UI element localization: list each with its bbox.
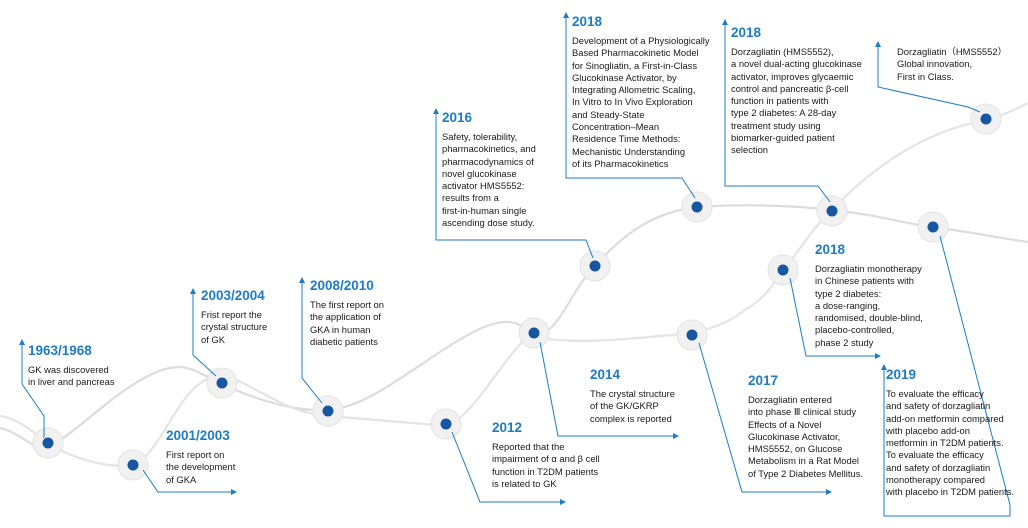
connector-2014 [539,341,676,437]
arrow-2012 [560,499,566,505]
event-year: 2001/2003 [166,428,230,443]
timeline-node-2016 [579,250,611,282]
connector-2016 [435,111,594,259]
event-text: Frist report the crystal structure of GK [201,309,268,345]
event-text: Safety, tolerability, pharmacokinetics, … [442,131,536,229]
arrow-2003 [190,288,196,294]
timeline-node-2001 [117,449,149,481]
connector-2018c [789,277,878,357]
arrow-global [875,41,881,47]
connector-2012 [451,431,563,503]
event-2012: 2012 Reported that the impairment of α a… [492,420,642,490]
event-2018c: 2018 Dorzagliatin monotherapy in Chinese… [815,242,955,349]
event-year: 2008/2010 [310,278,374,293]
connector-layer [21,15,1011,517]
event-text: Dorzagliatin entered into phase Ⅲ clinic… [748,394,863,479]
timeline-node-2018b [816,195,848,227]
arrow-2001 [231,489,237,495]
timeline-node-2019 [917,211,949,243]
event-text: Dorzagliatin（HMS5552） Global innovation,… [897,46,1007,82]
event-2008: 2008/2010 The first report on the applic… [310,278,440,348]
event-year: 2018 [731,25,762,40]
connector-2019 [883,235,1011,517]
arrow-2017 [826,489,832,495]
timeline-node-global [970,103,1002,135]
event-text: First report on the development of GKA [166,449,236,485]
event-2003: 2003/2004 Frist report the crystal struc… [201,288,321,346]
event-year: 2018 [815,242,846,257]
timeline-node-2014 [518,317,550,349]
connector-2008 [301,280,323,404]
node-layer [32,103,1002,481]
arrow-2018a [563,12,569,18]
event-text: To evaluate the efficacy and safety of d… [886,388,1015,498]
connector-global [877,44,981,113]
timeline-node-2008 [312,395,344,427]
event-text: Dorzagliatin (HMS5552), a novel dual-act… [731,46,862,156]
arrow-2018c [875,353,881,359]
event-text: Dorzagliatin monotherapy in Chinese pati… [815,263,923,348]
arrow-2019 [881,364,887,370]
event-2016: 2016 Safety, tolerability, pharmacokinet… [442,110,572,229]
connector-2017 [698,342,829,493]
event-2019: 2019 To evaluate the efficacy and safety… [886,367,1026,499]
event-text: Reported that the impairment of α and β … [492,441,600,489]
event-year: 1963/1968 [28,343,92,358]
event-year: 2016 [442,110,473,125]
event-year: 2014 [590,367,621,382]
event-text: The crystal structure of the GK/GKRP com… [590,388,675,424]
event-1963: 1963/1968 GK was discovered in liver and… [28,343,178,389]
event-year: 2012 [492,420,523,435]
event-global: Dorzagliatin（HMS5552） Global innovation,… [897,46,1027,83]
event-2018a: 2018 Development of a Physiologically Ba… [572,14,722,170]
event-year: 2018 [572,14,603,29]
timeline-node-1963 [32,427,64,459]
arrow-2008 [299,277,305,283]
event-year: 2017 [748,373,779,388]
arrow-2018b [722,19,728,25]
arrow-1963 [19,339,25,345]
timeline-node-2018c [767,254,799,286]
timeline-node-2003 [206,367,238,399]
event-text: Development of a Physiologically Based P… [572,35,710,169]
arrow-layer [19,12,887,505]
connector-2018b [724,22,831,203]
event-2018b: 2018 Dorzagliatin (HMS5552), a novel dua… [731,25,881,157]
connector-1963 [21,342,45,438]
event-text: GK was discovered in liver and pancreas [28,364,115,388]
arrow-2016 [433,108,439,114]
connector-2003 [192,291,217,377]
event-2001: 2001/2003 First report on the developmen… [166,428,306,486]
event-text: The first report on the application of G… [310,299,384,347]
timeline-node-2018a [681,191,713,223]
timeline-node-2012 [430,408,462,440]
event-year: 2019 [886,367,917,382]
connector-2018a [565,15,696,199]
connector-2001 [142,469,234,493]
event-year: 2003/2004 [201,288,265,303]
arrow-2014 [673,433,679,439]
timeline-node-2017 [676,319,708,351]
event-2014: 2014 The crystal structure of the GK/GKR… [590,367,720,425]
event-2017: 2017 Dorzagliatin entered into phase Ⅲ c… [748,373,888,480]
